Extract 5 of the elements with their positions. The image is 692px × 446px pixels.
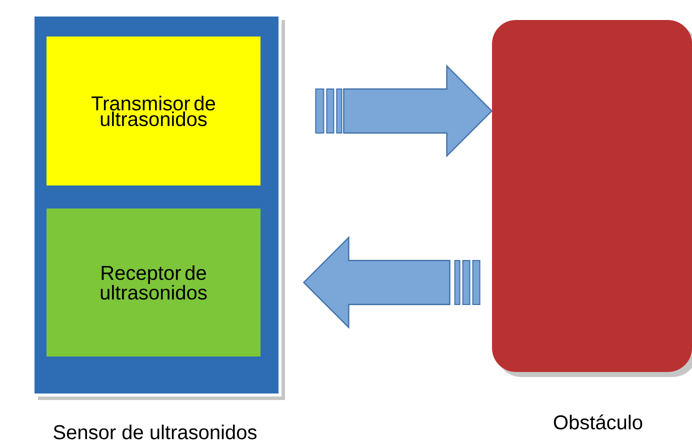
obstacle-box: Obstáculo <box>492 20 692 430</box>
receiver-box: Receptor de ultrasonidos <box>46 208 260 356</box>
transmitter-box: Transmisor de ultrasonidos <box>46 36 260 186</box>
node-label: Obstáculo <box>554 414 642 430</box>
node-label: Sensor de ultrasonidos <box>54 424 257 440</box>
